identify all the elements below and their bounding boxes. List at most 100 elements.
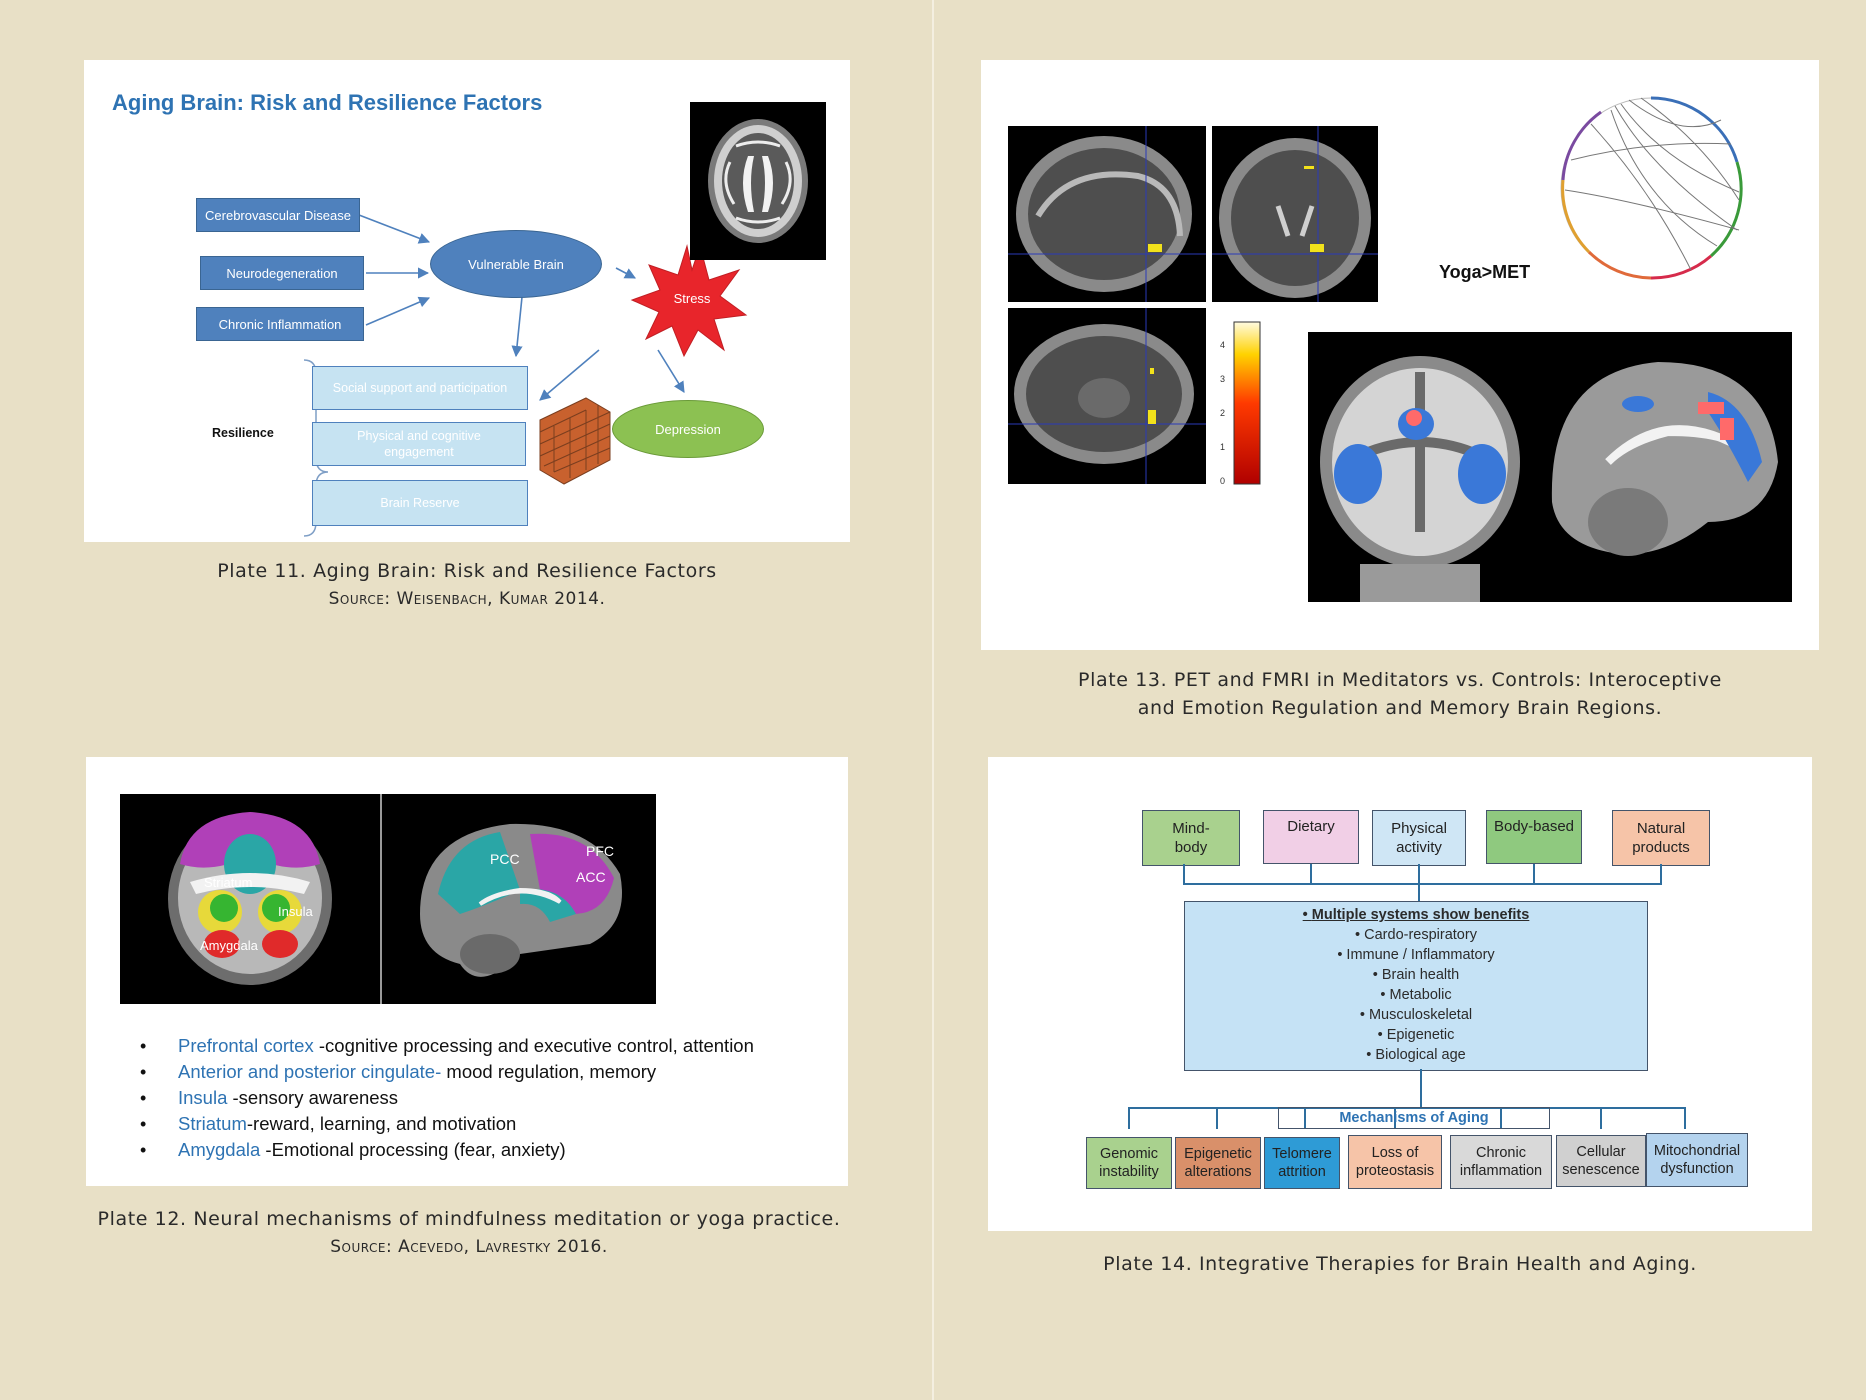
mri-slices-image: 4 3 2 1 0 bbox=[1008, 126, 1378, 486]
region-desc: -reward, learning, and motivation bbox=[246, 1113, 517, 1134]
connector-line bbox=[1684, 1107, 1686, 1129]
caption-text: Plate 14. Integrative Therapies for Brai… bbox=[1103, 1253, 1697, 1275]
region-term: Anterior and posterior cingulate- bbox=[178, 1061, 442, 1082]
fmri-overlay-image bbox=[1308, 332, 1792, 602]
list-item: Biological age bbox=[1185, 1045, 1647, 1065]
plate-13-figure: 4 3 2 1 0 Yoga>MET bbox=[981, 60, 1819, 650]
label-pcc: PCC bbox=[490, 851, 520, 867]
list-item: Cardo-respiratory bbox=[1185, 925, 1647, 945]
list-item: Striatum-reward, learning, and motivatio… bbox=[140, 1111, 754, 1137]
list-item: Immune / Inflammatory bbox=[1185, 945, 1647, 965]
colorbar-tick: 2 bbox=[1220, 408, 1225, 418]
mechanism-box-mitochondrial: Mitochondrial dysfunction bbox=[1646, 1133, 1748, 1187]
connector-line bbox=[1600, 1107, 1602, 1129]
label-insula: Insula bbox=[278, 904, 313, 919]
colorbar-tick: 1 bbox=[1220, 442, 1225, 452]
region-term: Amygdala bbox=[178, 1139, 261, 1160]
mechanism-box-telomere: Telomere attrition bbox=[1264, 1137, 1340, 1189]
systems-list: Cardo-respiratory Immune / Inflammatory … bbox=[1185, 925, 1647, 1065]
plate-11-caption: Plate 11. Aging Brain: Risk and Resilien… bbox=[84, 557, 850, 613]
risk-box-neurodegeneration: Neurodegeneration bbox=[200, 256, 364, 290]
mechanism-box-epigenetic: Epigenetic alterations bbox=[1175, 1137, 1261, 1189]
connector-line bbox=[1420, 1069, 1422, 1107]
resilience-box-social: Social support and participation bbox=[312, 366, 528, 410]
connector-line bbox=[1500, 1107, 1502, 1129]
list-item: Amygdala -Emotional processing (fear, an… bbox=[140, 1137, 754, 1163]
connector-line bbox=[1660, 864, 1662, 884]
therapy-box-natural-products: Natural products bbox=[1612, 810, 1710, 866]
brain-region-image: Striatum Insula Amygdala PCC PFC ACC bbox=[120, 794, 656, 1004]
list-item: Anterior and posterior cingulate- mood r… bbox=[140, 1059, 754, 1085]
colorbar-tick: 4 bbox=[1220, 340, 1225, 350]
colorbar-tick: 0 bbox=[1220, 476, 1225, 486]
colorbar bbox=[1233, 321, 1261, 485]
figure-title: Aging Brain: Risk and Resilience Factors bbox=[112, 90, 543, 115]
mechanism-box-inflammation: Chronic inflammation bbox=[1450, 1135, 1552, 1189]
resilience-box-engagement: Physical and cognitive engagement bbox=[312, 422, 526, 466]
contrast-label: Yoga>MET bbox=[1439, 262, 1531, 282]
page-spine bbox=[932, 0, 934, 1400]
region-desc: -Emotional processing (fear, anxiety) bbox=[260, 1139, 566, 1160]
systems-heading: • Multiple systems show benefits bbox=[1302, 907, 1530, 923]
brick-wall bbox=[539, 397, 611, 485]
label-pfc: PFC bbox=[586, 843, 614, 859]
list-item: Metabolic bbox=[1185, 985, 1647, 1005]
list-item: Musculoskeletal bbox=[1185, 1005, 1647, 1025]
risk-box-cerebrovascular: Cerebrovascular Disease bbox=[196, 198, 360, 232]
list-item: Prefrontal cortex -cognitive processing … bbox=[140, 1033, 754, 1059]
mechanisms-heading: Mechanisms of Aging bbox=[1278, 1107, 1550, 1129]
connector-line bbox=[1128, 1107, 1130, 1129]
source-text: Source: Acevedo, Lavrestky 2016. bbox=[330, 1237, 608, 1257]
risk-box-inflammation: Chronic Inflammation bbox=[196, 307, 364, 341]
region-desc: mood regulation, memory bbox=[441, 1061, 657, 1082]
list-item: Insula -sensory awareness bbox=[140, 1085, 754, 1111]
label-amygdala: Amygdala bbox=[200, 938, 259, 953]
plate-13-caption: Plate 13. PET and FMRI in Meditators vs.… bbox=[981, 666, 1819, 722]
depression-oval: Depression bbox=[612, 400, 764, 458]
mechanism-box-genomic: Genomic instability bbox=[1086, 1137, 1172, 1189]
resilience-label: Resilience bbox=[212, 426, 274, 440]
plate-11-figure: Aging Brain: Risk and Resilience Factors bbox=[84, 60, 850, 542]
mechanism-box-proteostasis: Loss of proteostasis bbox=[1348, 1135, 1442, 1189]
connector-line bbox=[1183, 864, 1185, 884]
region-function-list: Prefrontal cortex -cognitive processing … bbox=[140, 1033, 754, 1163]
systems-heading-text: Multiple systems show benefits bbox=[1311, 907, 1530, 923]
colorbar-tick: 3 bbox=[1220, 374, 1225, 384]
connector-line bbox=[1418, 864, 1420, 901]
plate-12-caption: Plate 12. Neural mechanisms of mindfulne… bbox=[66, 1205, 872, 1261]
mri-scan-image bbox=[690, 102, 826, 260]
caption-text: Plate 12. Neural mechanisms of mindfulne… bbox=[97, 1208, 841, 1230]
caption-line-1: Plate 13. PET and FMRI in Meditators vs.… bbox=[1078, 669, 1722, 691]
therapy-box-body-based: Body-based bbox=[1486, 810, 1582, 864]
therapy-box-physical-activity: Physical activity bbox=[1372, 810, 1466, 866]
plate-14-figure: Mind- body Dietary Physical activity Bod… bbox=[988, 757, 1812, 1231]
region-desc: -cognitive processing and executive cont… bbox=[313, 1035, 754, 1056]
connector-line bbox=[1533, 864, 1535, 884]
connector-line bbox=[1304, 1107, 1306, 1129]
plate-14-caption: Plate 14. Integrative Therapies for Brai… bbox=[988, 1250, 1812, 1278]
label-acc: ACC bbox=[576, 869, 606, 885]
connector-line bbox=[1310, 864, 1312, 884]
list-item: Epigenetic bbox=[1185, 1025, 1647, 1045]
plate-12-figure: Striatum Insula Amygdala PCC PFC ACC Pre… bbox=[86, 757, 848, 1186]
stress-burst bbox=[630, 244, 748, 358]
systems-benefits-box: • Multiple systems show benefits Cardo-r… bbox=[1184, 901, 1648, 1071]
plate-11-arrows bbox=[303, 214, 748, 537]
caption-text: Plate 11. Aging Brain: Risk and Resilien… bbox=[217, 560, 717, 582]
source-text: Source: Weisenbach, Kumar 2014. bbox=[328, 589, 606, 609]
connector-line bbox=[1183, 883, 1662, 885]
connectivity-circle-diagram bbox=[1560, 96, 1743, 280]
caption-line-2: and Emotion Regulation and Memory Brain … bbox=[1137, 697, 1663, 719]
region-term: Prefrontal cortex bbox=[178, 1035, 314, 1056]
connector-line bbox=[1216, 1107, 1218, 1129]
therapy-box-mind-body: Mind- body bbox=[1142, 810, 1240, 866]
region-term: Striatum bbox=[178, 1113, 247, 1134]
vulnerable-brain-oval: Vulnerable Brain bbox=[430, 230, 602, 298]
label-striatum: Striatum bbox=[204, 875, 252, 890]
mechanism-box-senescence: Cellular senescence bbox=[1556, 1135, 1646, 1187]
list-item: Brain health bbox=[1185, 965, 1647, 985]
region-desc: -sensory awareness bbox=[227, 1087, 399, 1108]
stress-label: Stress bbox=[673, 290, 711, 306]
region-term: Insula bbox=[178, 1087, 228, 1108]
connector-line bbox=[1128, 1107, 1686, 1109]
